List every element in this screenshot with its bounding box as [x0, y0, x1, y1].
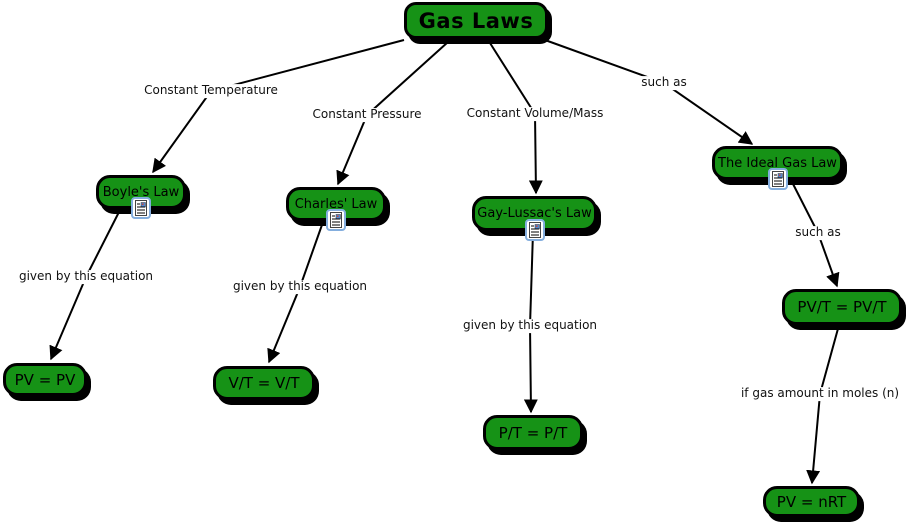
node-ideal-gas-law[interactable]: The Ideal Gas Law	[712, 146, 843, 180]
node-pt-pt[interactable]: P/T = P/T	[483, 415, 583, 450]
resource-link-icon[interactable]	[767, 168, 788, 190]
link-line-gas-laws-boyles-law[interactable]	[152, 39, 405, 174]
link-label-gas-laws-boyles-law[interactable]: Constant Temperature	[141, 83, 281, 98]
link-line-gas-laws-ideal-gas-law[interactable]	[544, 39, 754, 145]
link-label-gay-lussacs-law-pt-pt[interactable]: given by this equation	[459, 318, 601, 333]
node-pv-nrt[interactable]: PV = nRT	[763, 486, 860, 517]
link-label-boyles-law-pv-pv[interactable]: given by this equation	[15, 269, 157, 284]
link-line-pvt-pvt-pv-nrt[interactable]	[806, 324, 840, 485]
link-label-gas-laws-charles-law[interactable]: Constant Pressure	[309, 107, 425, 122]
resource-link-icon[interactable]	[524, 219, 545, 241]
link-label-charles-law-vt-vt[interactable]: given by this equation	[229, 279, 371, 294]
node-pv-pv[interactable]: PV = PV	[3, 363, 87, 396]
link-label-pvt-pvt-pv-nrt[interactable]: if gas amount in moles (n)	[737, 386, 903, 401]
resource-link-icon[interactable]	[131, 197, 151, 219]
link-line-boyles-law-pv-pv[interactable]	[49, 209, 121, 361]
link-label-ideal-gas-law-pvt-pvt[interactable]: such as	[792, 225, 844, 240]
node-vt-vt[interactable]: V/T = V/T	[213, 366, 315, 400]
link-label-gas-laws-ideal-gas-law[interactable]: such as	[638, 75, 690, 90]
node-gas-laws[interactable]: Gas Laws	[404, 2, 548, 39]
link-label-gas-laws-gay-lussacs-law[interactable]: Constant Volume/Mass	[463, 106, 607, 121]
node-pvt-pvt[interactable]: PV/T = PV/T	[782, 289, 902, 325]
resource-link-icon[interactable]	[326, 209, 346, 231]
